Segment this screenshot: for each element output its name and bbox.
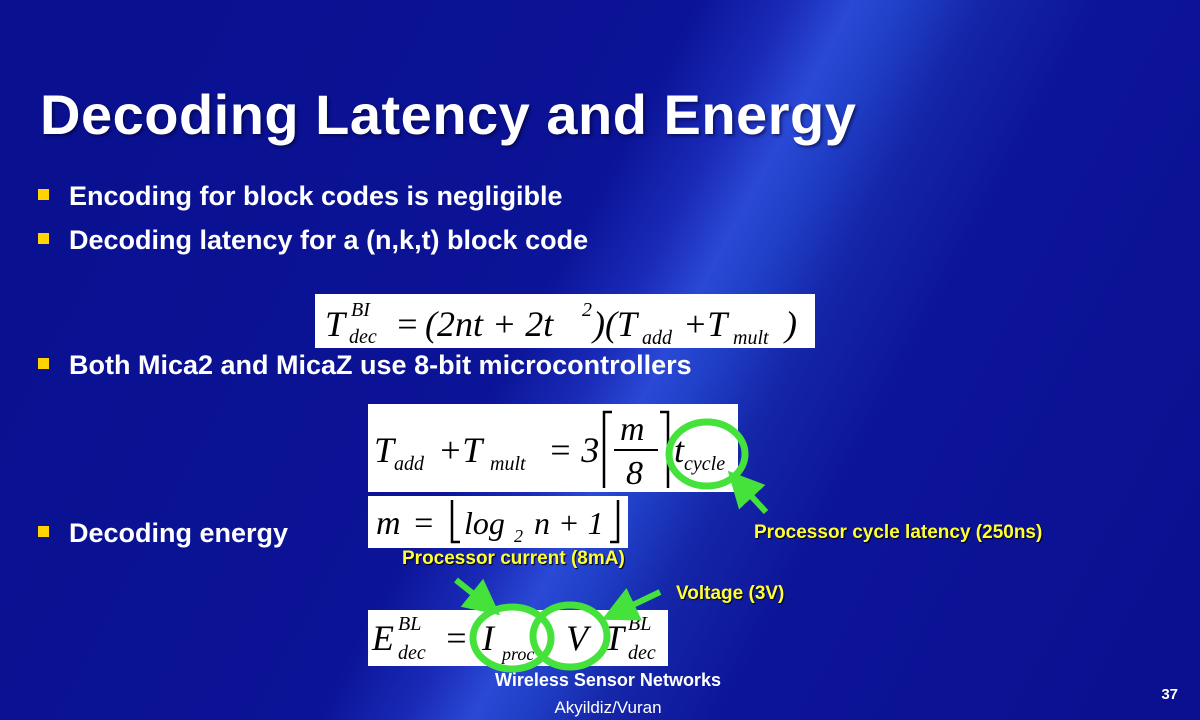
latency-equation-graphic: T BI dec = (2nt + 2t 2 )(T add +T mult ) bbox=[315, 294, 815, 348]
bullet-text: Decoding energy bbox=[69, 518, 289, 548]
eq-plus: +T bbox=[683, 304, 730, 344]
bullet-text: Both Mica2 and MicaZ use 8-bit microcont… bbox=[69, 350, 692, 380]
eq-frac-num: m bbox=[620, 411, 645, 448]
equation-box bbox=[368, 496, 628, 548]
bullet-square-icon bbox=[38, 189, 49, 200]
annotation-cycle-latency: Processor cycle latency (250ns) bbox=[754, 522, 1043, 543]
eq-t-add: T bbox=[374, 430, 397, 470]
eq-sub-mult: mult bbox=[733, 327, 769, 348]
eq-t-sub: dec bbox=[628, 642, 656, 664]
equation-box bbox=[315, 294, 815, 348]
eq-sub-add: add bbox=[394, 453, 425, 475]
m-equation-graphic: m = log 2 n + 1 bbox=[368, 496, 628, 548]
energy-equation-graphic: E BL dec = I proc V T BL dec bbox=[368, 610, 668, 666]
page-number: 37 bbox=[1161, 686, 1178, 703]
annotation-voltage: Voltage (3V) bbox=[676, 583, 785, 604]
footer-title: Wireless Sensor Networks bbox=[495, 670, 721, 690]
eq-equals: = bbox=[412, 505, 435, 542]
bullet-text: Encoding for block codes is negligible bbox=[69, 181, 563, 211]
eq-lhs-sup: BI bbox=[351, 299, 371, 321]
arrow-current-icon bbox=[454, 577, 501, 616]
ops-equation: T add +T mult = 3 m 8 t cycle bbox=[368, 404, 738, 492]
floor-right-bracket bbox=[610, 500, 620, 544]
eq-equals-three: = 3 bbox=[548, 430, 599, 470]
eq-i-sub: proc bbox=[500, 644, 534, 664]
eq-t-sup: BL bbox=[628, 613, 651, 635]
eq-equals: = bbox=[395, 304, 419, 344]
slide-title: Decoding Latency and Energy bbox=[40, 83, 857, 146]
eq-sub-mult: mult bbox=[490, 453, 526, 475]
ceil-left-bracket bbox=[602, 410, 612, 488]
eq-plus: +T bbox=[438, 430, 485, 470]
eq-term-sup: 2 bbox=[582, 299, 592, 321]
bullet-square-icon bbox=[38, 233, 49, 244]
annotation-processor-current: Processor current (8mA) bbox=[402, 548, 625, 569]
m-equation: m = log 2 n + 1 bbox=[368, 496, 628, 548]
floor-left-bracket bbox=[450, 500, 460, 544]
eq-sub-add: add bbox=[642, 327, 673, 348]
eq-m: m bbox=[376, 505, 401, 542]
eq-frac-den: 8 bbox=[626, 455, 643, 492]
footer-authors: Akyildiz/Vuran bbox=[554, 698, 662, 717]
bullet-square-icon bbox=[38, 358, 49, 369]
bullet-item-2: Decoding latency for a (n,k,t) block cod… bbox=[38, 225, 588, 256]
arrow-cycle-icon bbox=[727, 470, 769, 515]
ops-equation-graphic: T add +T mult = 3 m 8 t cycle bbox=[368, 404, 738, 492]
arrow-voltage-icon bbox=[601, 588, 662, 621]
eq-term-close: )(T bbox=[591, 304, 640, 344]
eq-term: (2nt + 2t bbox=[425, 304, 554, 344]
eq-equals: = bbox=[444, 618, 468, 658]
eq-rest: n + 1 bbox=[534, 505, 604, 541]
bullet-item-3: Both Mica2 and MicaZ use 8-bit microcont… bbox=[38, 350, 692, 381]
eq-close: ) bbox=[783, 304, 797, 344]
eq-t: T bbox=[604, 618, 627, 658]
eq-lhs-sub: dec bbox=[349, 326, 377, 348]
eq-lhs: T bbox=[325, 304, 348, 344]
bullet-square-icon bbox=[38, 526, 49, 537]
eq-e: E bbox=[371, 618, 394, 658]
eq-log-sub: 2 bbox=[514, 526, 523, 546]
bullet-item-4: Decoding energy bbox=[38, 518, 288, 549]
latency-equation: T BI dec = (2nt + 2t 2 )(T add +T mult ) bbox=[315, 294, 815, 348]
eq-e-sub: dec bbox=[398, 642, 426, 664]
bullet-text: Decoding latency for a (n,k,t) block cod… bbox=[69, 225, 589, 255]
energy-equation: E BL dec = I proc V T BL dec bbox=[368, 610, 668, 666]
eq-log: log bbox=[464, 505, 505, 541]
bullet-item-1: Encoding for block codes is negligible bbox=[38, 181, 563, 212]
eq-sub-cycle: cycle bbox=[684, 453, 725, 475]
eq-i: I bbox=[481, 618, 496, 658]
eq-e-sup: BL bbox=[398, 613, 421, 635]
